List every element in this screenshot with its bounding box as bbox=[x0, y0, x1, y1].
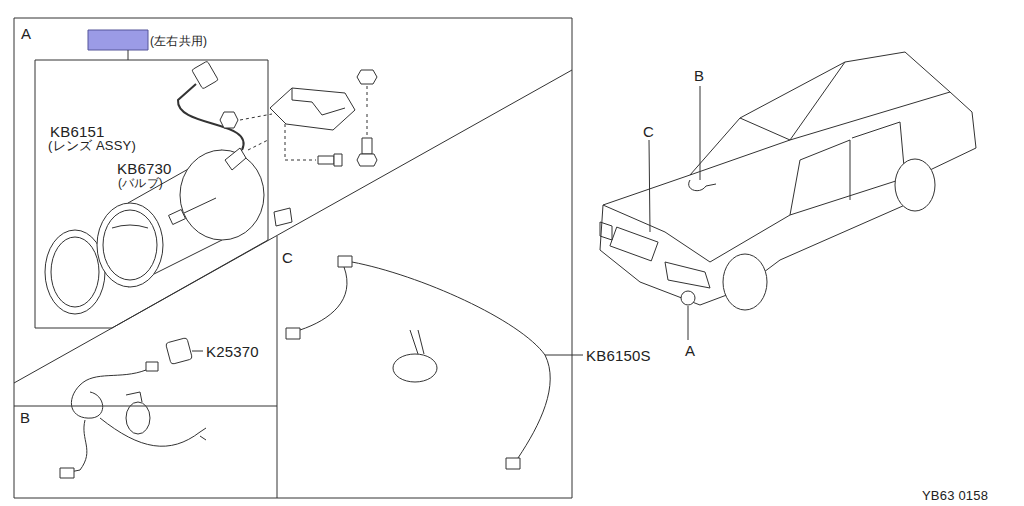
leader-line bbox=[367, 86, 368, 108]
clip bbox=[274, 208, 292, 226]
panel-letter: C bbox=[282, 250, 293, 265]
bulb bbox=[184, 198, 216, 213]
lamp-lens bbox=[112, 225, 148, 228]
bolt bbox=[357, 154, 377, 166]
leader-line bbox=[688, 306, 689, 340]
harness-wire bbox=[100, 418, 200, 446]
assembly-box bbox=[35, 60, 268, 328]
fog-lamp bbox=[681, 291, 695, 305]
lamp-bezel bbox=[51, 237, 99, 307]
lamp-bezel bbox=[45, 230, 105, 314]
car-headlight bbox=[665, 262, 710, 288]
lamp-lens bbox=[97, 203, 163, 287]
harness-clip bbox=[393, 354, 437, 382]
car-body bbox=[740, 92, 950, 140]
nut bbox=[357, 70, 377, 84]
part-name: (レンズ ASSY) bbox=[48, 139, 136, 152]
leader-line bbox=[240, 114, 272, 120]
car-wheel bbox=[723, 254, 767, 310]
leader-line bbox=[248, 140, 268, 150]
car-windshield bbox=[790, 62, 845, 140]
lamp-lens bbox=[103, 210, 157, 280]
panel-divider bbox=[14, 70, 572, 383]
leader-line bbox=[367, 114, 368, 136]
car-grille bbox=[610, 227, 658, 261]
car-headlight bbox=[600, 222, 612, 240]
harness-wire bbox=[70, 420, 87, 472]
leader-line bbox=[128, 50, 129, 60]
part-number-highlight bbox=[88, 30, 148, 50]
harness-wire bbox=[300, 267, 347, 330]
lamp-wire bbox=[178, 84, 244, 150]
harness-wire bbox=[71, 370, 146, 418]
connector bbox=[506, 458, 520, 469]
figure-number: YB63 0158 bbox=[922, 489, 988, 502]
harness-clip bbox=[410, 330, 424, 354]
car-wheel bbox=[895, 159, 935, 211]
clip bbox=[126, 392, 142, 402]
leader-line bbox=[700, 86, 701, 180]
part-name: (バルブ) bbox=[118, 177, 163, 189]
screw bbox=[334, 154, 342, 166]
car-body bbox=[600, 52, 976, 305]
leader-line bbox=[192, 351, 203, 352]
part-number: KB6150S bbox=[586, 348, 651, 363]
car-hood bbox=[690, 140, 790, 175]
bracket bbox=[292, 88, 345, 115]
car-door bbox=[790, 140, 850, 215]
bracket bbox=[270, 88, 355, 130]
connector bbox=[146, 362, 158, 371]
nut bbox=[220, 112, 238, 128]
leader-line bbox=[285, 124, 316, 160]
part-number: KB6151 bbox=[50, 124, 105, 139]
bolt bbox=[362, 138, 372, 154]
panel-letter: A bbox=[21, 26, 31, 41]
connector bbox=[60, 468, 74, 478]
leader-line bbox=[545, 355, 583, 356]
panel-divider bbox=[277, 236, 278, 498]
lamp-housing bbox=[180, 150, 264, 240]
connector bbox=[192, 61, 219, 89]
connector bbox=[166, 338, 193, 365]
connector bbox=[338, 256, 352, 267]
callout-letter: B bbox=[694, 68, 704, 83]
callout-letter: C bbox=[643, 124, 654, 139]
panel-letter: B bbox=[20, 410, 30, 425]
callout-letter: A bbox=[685, 343, 695, 358]
car-hood bbox=[603, 205, 710, 262]
bulb bbox=[169, 210, 186, 225]
clip bbox=[126, 402, 150, 434]
connector bbox=[286, 328, 300, 339]
screw bbox=[318, 156, 334, 164]
leader-line bbox=[649, 140, 650, 232]
diagram-frame bbox=[14, 18, 572, 498]
car-door bbox=[852, 122, 905, 178]
part-number: KB6730 bbox=[117, 161, 172, 176]
part-number: K25370 bbox=[206, 344, 259, 359]
terminal bbox=[200, 428, 206, 440]
car-harness bbox=[689, 180, 716, 191]
lamp-socket bbox=[225, 148, 246, 170]
harness-wire bbox=[352, 262, 550, 458]
note: (左右共用) bbox=[150, 35, 207, 47]
